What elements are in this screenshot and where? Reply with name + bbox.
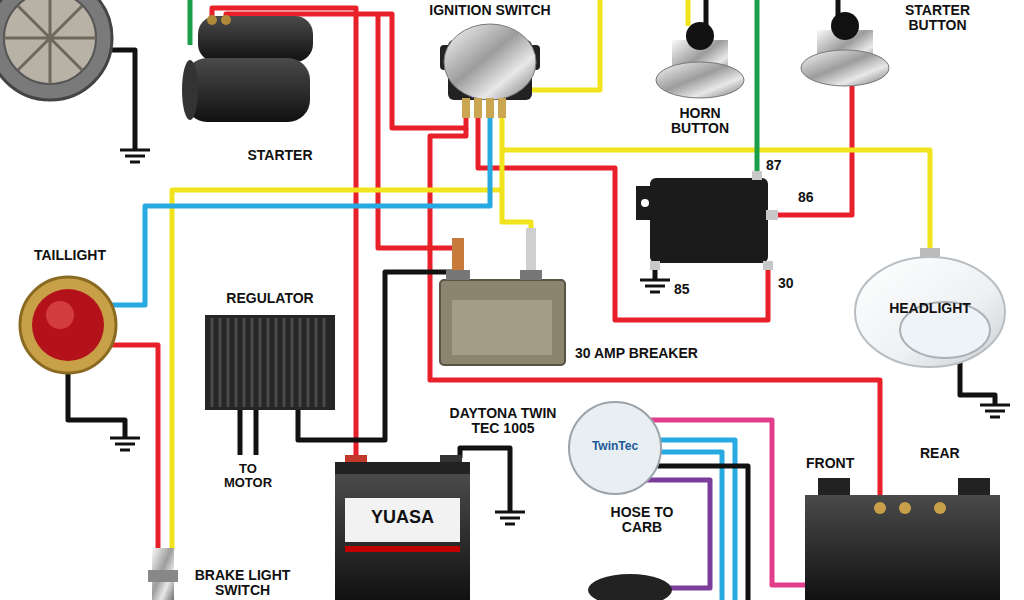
part-label: STARTER BUTTON: [895, 3, 980, 33]
coil-body: [805, 495, 1000, 600]
ignition-module: [569, 402, 661, 494]
relay-pin: [650, 261, 660, 270]
starter-end-cap: [182, 60, 198, 120]
coil-terminal: [899, 502, 911, 514]
yellow-wire: [686, 0, 691, 26]
relay-pin: [763, 261, 773, 270]
breaker-nut: [520, 270, 542, 280]
black-wire: [704, 0, 709, 26]
horn-face: [4, 0, 96, 84]
switch-terminal: [486, 98, 494, 118]
brand-text: YUASA: [345, 508, 460, 527]
switch-dome: [444, 24, 536, 100]
switch-terminal: [462, 98, 470, 118]
headlight-shell: [855, 257, 1005, 367]
ground-symbol: [980, 405, 1010, 417]
black-wire: [254, 408, 259, 455]
part-label: TO MOTOR: [218, 462, 278, 490]
part-label: DAYTONA TWIN TEC 1005: [438, 406, 568, 436]
black-wire: [650, 466, 748, 600]
green-wire: [188, 0, 193, 45]
breaker-body: [440, 280, 565, 365]
relay-pin: [766, 210, 778, 220]
ground-symbol: [495, 512, 525, 524]
brand-text: TwinTec: [575, 440, 655, 453]
part-label: STARTER: [240, 148, 320, 163]
starter-solenoid: [198, 16, 313, 62]
pink-wire: [640, 420, 808, 585]
relay-pin: [752, 171, 762, 180]
green-wire: [755, 0, 760, 174]
part-label: HEADLIGHT: [880, 301, 980, 316]
battery-body: [335, 474, 470, 600]
part-label: HOSE TO CARB: [603, 505, 681, 535]
horn-spokes: [4, 0, 96, 84]
blue-wire: [112, 116, 490, 305]
starter-motor: [185, 58, 310, 122]
pin-number: 85: [674, 282, 700, 297]
button-base: [656, 62, 744, 98]
brake-switch-nut: [148, 570, 178, 582]
button-base: [801, 50, 889, 86]
relay-body: [650, 178, 768, 263]
relay-tab-hole: [641, 199, 649, 207]
button-cap: [831, 12, 859, 40]
pin-number: 30: [778, 276, 804, 291]
switch-terminal: [498, 98, 506, 118]
coil-terminal: [934, 502, 946, 514]
switch-terminal: [474, 98, 482, 118]
black-wire: [238, 408, 243, 455]
part-label: TAILLIGHT: [20, 248, 120, 263]
part-label: 30 AMP BREAKER: [575, 346, 725, 361]
regulator-body: [205, 315, 335, 410]
battery-lid: [335, 462, 470, 476]
horn-body: [0, 0, 112, 100]
breaker-plate: [452, 300, 552, 355]
ground-symbol: [120, 150, 150, 162]
taillight-rim: [20, 277, 116, 373]
starter-terminal: [207, 15, 217, 25]
part-label: HORN BUTTON: [665, 106, 735, 136]
taillight-lens: [32, 289, 104, 361]
pin-number: 86: [798, 190, 824, 205]
part-label: REAR: [920, 446, 980, 461]
battery-stripe: [345, 546, 460, 552]
red-wire: [112, 345, 158, 550]
regulator-fins: [212, 318, 324, 407]
part-label: BRAKE LIGHT SWITCH: [185, 568, 300, 598]
black-wire: [960, 362, 995, 405]
button-cap: [686, 22, 714, 50]
yellow-wire: [502, 190, 531, 230]
black-wire: [68, 368, 125, 438]
carb-sensor: [588, 574, 672, 600]
breaker-nut: [446, 270, 470, 280]
starter-terminal: [221, 15, 231, 25]
ground-symbol: [640, 280, 670, 292]
taillight-glint: [46, 301, 74, 329]
part-label: REGULATOR: [210, 291, 330, 306]
ground-symbol: [110, 438, 140, 450]
pin-number: 87: [766, 158, 792, 173]
battery-label: [345, 498, 460, 542]
part-label: IGNITION SWITCH: [420, 3, 560, 18]
part-label: FRONT: [806, 456, 866, 471]
coil-terminal: [874, 502, 886, 514]
